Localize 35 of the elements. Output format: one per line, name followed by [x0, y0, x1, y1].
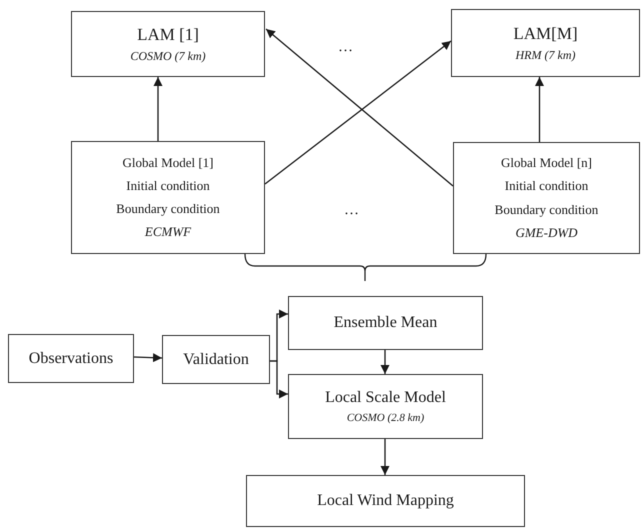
arrow [380, 350, 390, 374]
box-subtitle: HRM (7 km) [516, 48, 576, 64]
box-text: Local Scale Model [325, 388, 446, 408]
process-box [288, 374, 483, 439]
box-subtitle: ECMWF [144, 224, 192, 240]
arrow [380, 439, 390, 475]
box-text: Ensemble Mean [334, 313, 438, 333]
box-text: LAM [1] [137, 24, 199, 46]
ellipsis: … [338, 40, 353, 55]
arrow [270, 360, 288, 398]
process-box [246, 475, 525, 527]
box-subtitle: COSMO (2.8 km) [346, 412, 424, 426]
process-box [288, 296, 483, 350]
process-box [8, 334, 134, 383]
box-text: Global Model [1] [122, 154, 214, 171]
process-box [453, 142, 640, 254]
box-text: Global Model [n] [501, 155, 592, 172]
ellipsis: … [344, 203, 359, 218]
process-box [451, 9, 640, 77]
box-subtitle: GME-DWD [515, 224, 578, 241]
box-text: Observations [28, 348, 114, 368]
box-text: Boundary condition [494, 202, 598, 218]
box-subtitle: COSMO (7 km) [130, 49, 206, 64]
box-text: Initial condition [504, 178, 588, 194]
process-box [162, 335, 270, 384]
box-text: LAM[M] [513, 22, 578, 44]
box-text: Local Wind Mapping [317, 491, 454, 511]
arrow [535, 77, 544, 142]
arrow [154, 77, 162, 141]
process-box [71, 11, 265, 77]
box-text: Validation [183, 350, 249, 370]
box-text: Boundary condition [116, 201, 220, 218]
box-text: Initial condition [126, 178, 210, 194]
process-box [71, 141, 265, 254]
arrow [134, 353, 162, 362]
